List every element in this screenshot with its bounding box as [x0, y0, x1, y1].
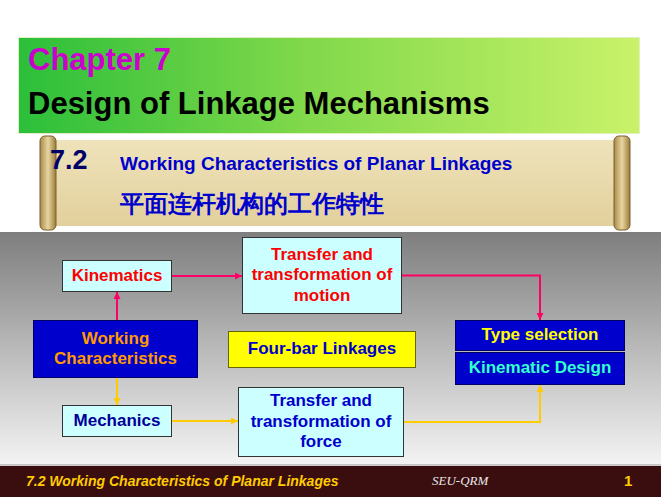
flow-arrow [116, 292, 118, 320]
title-banner: Chapter 7 Design of Linkage Mechanisms [18, 37, 640, 134]
box-label: Four-bar Linkages [248, 339, 396, 359]
mechanics-box: Mechanics [62, 405, 172, 437]
force-box: Transfer and transformation of force [238, 387, 404, 457]
flow-arrow [402, 276, 540, 321]
box-label: Transfer and transformation of force [245, 391, 397, 452]
flow-arrow [172, 420, 238, 422]
box-label: Type selection [482, 325, 599, 345]
section-scroll: 7.2 Working Characteristics of Planar Lin… [40, 136, 630, 230]
flow-arrow [404, 385, 540, 422]
section-title: Working Characteristics of Planar Linkag… [120, 153, 512, 175]
gray-ground [0, 232, 661, 465]
section-title-chinese: 平面连杆机构的工作特性 [120, 188, 384, 220]
footer-author: SEU-QRM [432, 473, 488, 489]
kinematics-box: Kinematics [62, 260, 172, 292]
flow-arrow [172, 275, 242, 277]
characteristics-box: Working Characteristics [33, 320, 198, 378]
box-label: Mechanics [74, 411, 161, 431]
section-number: 7.2 [50, 145, 88, 176]
scroll-roll [614, 136, 630, 230]
fourbar-box: Four-bar Linkages [228, 331, 416, 368]
kinematic-design-box: Kinematic Design [455, 352, 625, 385]
box-label: Working Characteristics [40, 329, 191, 370]
box-label: Kinematics [72, 266, 163, 286]
footer-section: 7.2 Working Characteristics of Planar Li… [26, 473, 339, 489]
motion-box: Transfer and transformation of motion [242, 237, 402, 314]
box-label: Transfer and transformation of motion [249, 245, 395, 306]
scroll-paper [52, 140, 618, 226]
box-label: Kinematic Design [469, 358, 612, 378]
flow-arrow [116, 378, 118, 405]
footer-bar: 7.2 Working Characteristics of Planar Li… [0, 466, 661, 497]
chapter-number: Chapter 7 [28, 42, 171, 78]
page-number: 1 [624, 472, 632, 489]
chapter-title: Design of Linkage Mechanisms [28, 86, 490, 122]
type-selection-box: Type selection [455, 320, 625, 351]
